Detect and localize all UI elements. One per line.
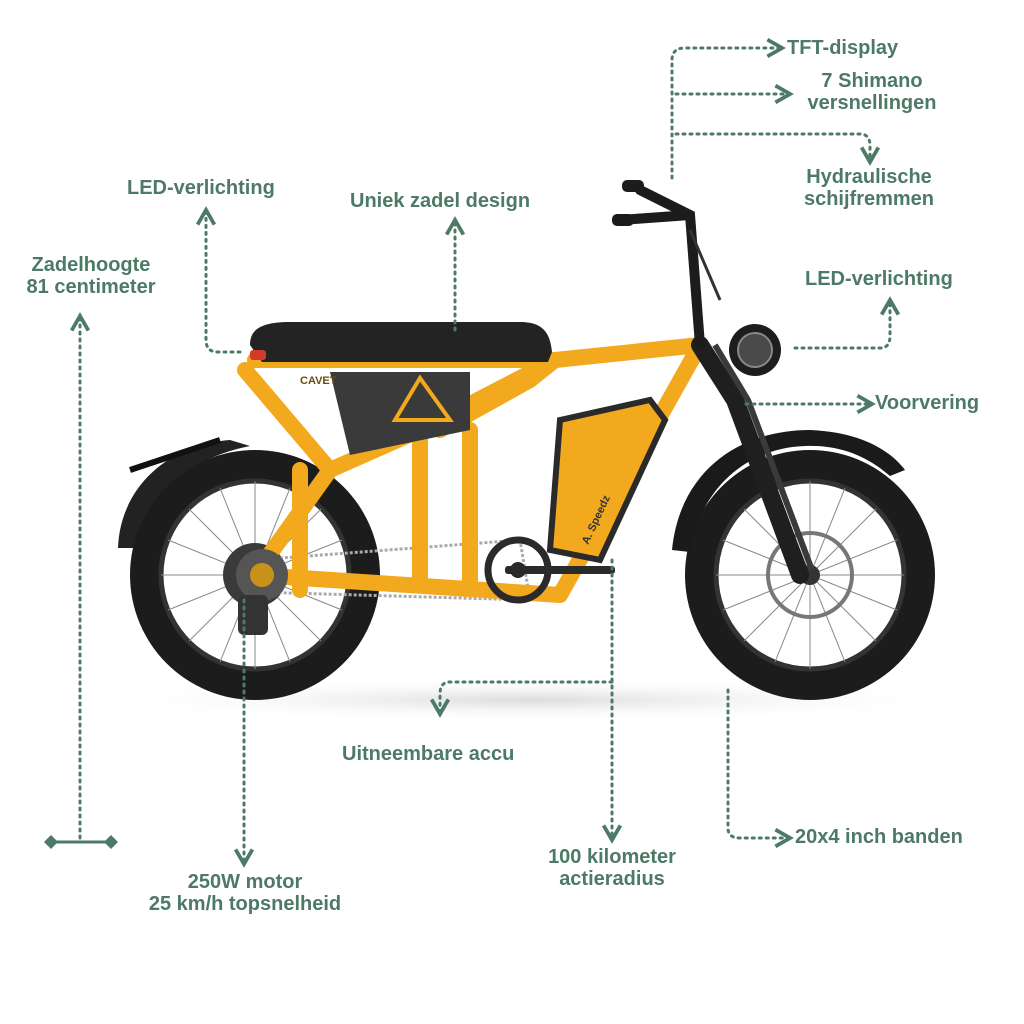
label-shimano-gears: 7 Shimano versnellingen bbox=[797, 70, 947, 114]
seat bbox=[250, 322, 552, 362]
rear-fender bbox=[118, 440, 250, 548]
frame-brand-text: CAVET bbox=[300, 375, 337, 387]
label-hydraulic-brakes: Hydraulische schijfremmen bbox=[792, 166, 946, 210]
label-tires: 20x4 inch banden bbox=[795, 826, 963, 848]
label-saddle-design: Uniek zadel design bbox=[350, 190, 531, 212]
label-motor: 250W motor 25 km/h topsnelheid bbox=[130, 871, 360, 915]
label-saddle-height-line1: Zadelhoogte bbox=[31, 254, 151, 276]
label-motor-line2: 25 km/h topsnelheid bbox=[148, 893, 342, 915]
label-saddle-height: Zadelhoogte 81 centimeter bbox=[14, 254, 168, 298]
label-saddle-height-line2: 81 centimeter bbox=[26, 276, 156, 298]
label-motor-line1: 250W motor bbox=[187, 871, 303, 893]
label-range: 100 kilometer actieradius bbox=[530, 846, 694, 890]
label-range-line1: 100 kilometer bbox=[548, 846, 676, 868]
battery bbox=[546, 396, 669, 564]
label-brakes-line2: schijfremmen bbox=[803, 188, 935, 210]
front-fender bbox=[672, 430, 905, 552]
front-fork bbox=[691, 336, 809, 584]
e-bike: CAVET A. Speedz bbox=[118, 180, 935, 700]
led-rear-connector bbox=[195, 206, 242, 354]
front-wheel bbox=[685, 450, 935, 700]
label-shimano-line1: 7 Shimano bbox=[821, 70, 923, 92]
label-shimano-line2: versnellingen bbox=[807, 92, 937, 114]
brakes-connector bbox=[674, 132, 881, 166]
tft-connector bbox=[670, 37, 786, 180]
label-battery: Uitneembare accu bbox=[342, 743, 515, 765]
label-tft-display: TFT-display bbox=[787, 37, 899, 59]
handlebar bbox=[615, 185, 705, 350]
battery-connector bbox=[429, 680, 614, 718]
label-suspension: Voorvering bbox=[875, 392, 980, 414]
label-led-front: LED-verlichting bbox=[805, 268, 953, 290]
label-range-line2: actieradius bbox=[559, 868, 665, 890]
tail-light bbox=[250, 350, 266, 360]
led-front-connector bbox=[793, 296, 901, 350]
label-led-rear: LED-verlichting bbox=[127, 177, 275, 199]
seat-height-ruler-icon bbox=[44, 835, 118, 849]
callout-lines bbox=[69, 37, 901, 868]
tires-connector bbox=[726, 688, 794, 849]
label-brakes-line1: Hydraulische bbox=[806, 166, 932, 188]
